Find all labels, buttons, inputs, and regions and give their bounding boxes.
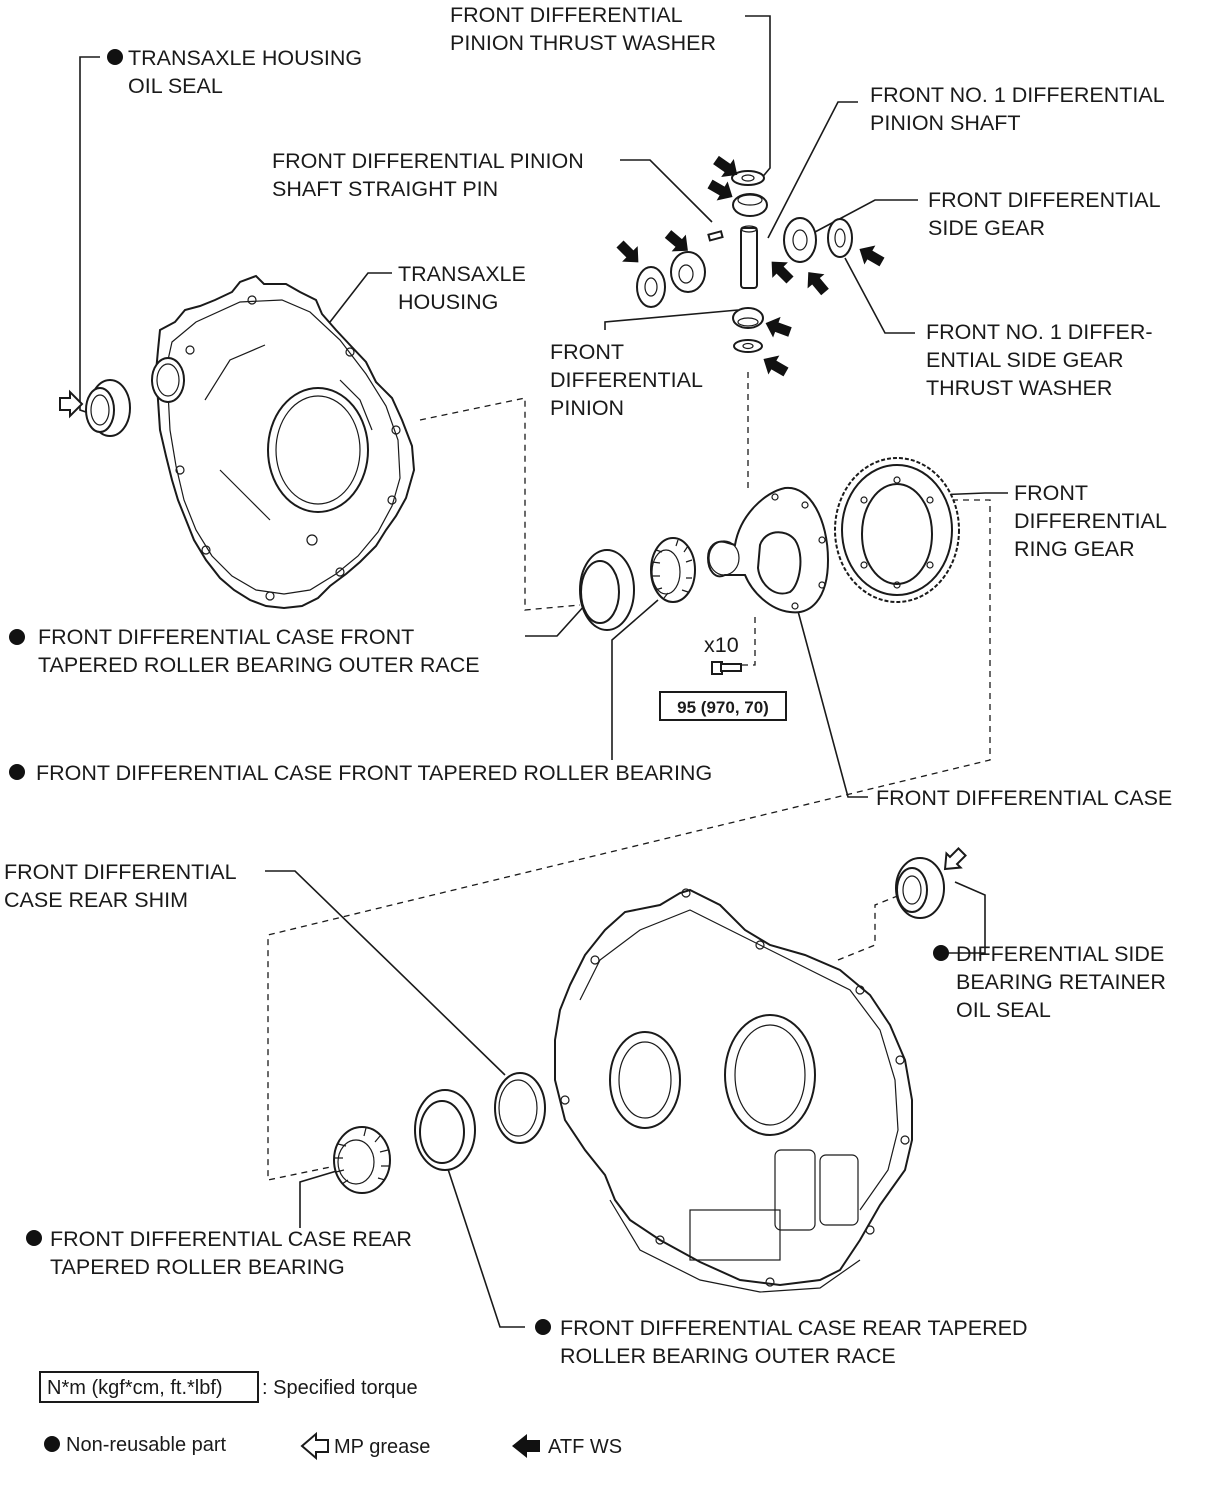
front-bearing-part (650, 537, 696, 603)
torque-box (659, 691, 787, 721)
side-gear-thrust-washer-left (636, 266, 666, 308)
rear-shim-part (494, 1072, 546, 1144)
label-front-bearing: FRONT DIFFERENTIAL CASE FRONT TAPERED RO… (36, 761, 712, 785)
side-gear-right (783, 217, 817, 263)
ring-gear-part (834, 457, 960, 603)
label-side-gear: FRONT DIFFERENTIAL SIDE GEAR (928, 188, 1166, 240)
pinion-thrust-washer-top (731, 170, 765, 186)
pinion-shaft (740, 225, 758, 289)
label-front-outer-race: FRONT DIFFERENTIAL CASE FRONT TAPERED RO… (38, 625, 480, 677)
label-rear-shim: FRONT DIFFERENTIAL CASE REAR SHIM (4, 860, 242, 912)
mp-grease-arrow-icon (59, 389, 84, 419)
label-pinion-shaft: FRONT NO. 1 DIFFERENTIAL PINION SHAFT (870, 83, 1170, 135)
leader-lines (79, 15, 1008, 1328)
label-rear-bearing: FRONT DIFFERENTIAL CASE REAR TAPERED ROL… (50, 1227, 418, 1279)
pinion-bottom (732, 307, 764, 329)
label-straight-pin: FRONT DIFFERENTIAL PINION SHAFT STRAIGHT… (272, 149, 590, 201)
legend-atf: ATF WS (548, 1436, 622, 1458)
mp-grease-arrow-icon (943, 847, 967, 871)
label-retainer-oil-seal: DIFFERENTIAL SIDE BEARING RETAINER OIL S… (956, 942, 1172, 1022)
rear-outer-race-part (414, 1089, 476, 1171)
rear-bearing-part (333, 1126, 391, 1194)
label-rear-outer-race: FRONT DIFFERENTIAL CASE REAR TAPERED ROL… (560, 1316, 1033, 1368)
label-pinion: FRONT DIFFERENTIAL PINION (550, 340, 708, 420)
label-bolt-count: x10 (704, 633, 739, 657)
legend-torque-text: : Specified torque (262, 1377, 418, 1399)
legend-non-reusable: Non-reusable part (66, 1434, 227, 1456)
pinion-top (732, 193, 768, 217)
atf-ws-arrow-icons (616, 155, 885, 377)
label-torque-spec: 95 (970, 70) (677, 698, 769, 717)
label-transaxle-housing: TRANSAXLE HOUSING (398, 262, 532, 314)
legend-torque-units: N*m (kgf*cm, ft.*lbf) (47, 1377, 223, 1399)
legend: N*m (kgf*cm, ft.*lbf) : Specified torque… (39, 1371, 622, 1461)
differential-case-part (706, 486, 830, 614)
label-transaxle-oil-seal: TRANSAXLE HOUSING OIL SEAL (128, 46, 368, 98)
solid-arrow-icon (512, 1434, 540, 1458)
legend-mp-grease: MP grease (334, 1436, 430, 1458)
transaxle-case (554, 888, 913, 1293)
transaxle-housing-oil-seal (59, 379, 131, 437)
pinion-thrust-washer-bottom (733, 339, 763, 353)
retainer-oil-seal-part (895, 847, 967, 919)
filled-circle-icon (44, 1436, 60, 1452)
label-side-gear-thrust-washer: FRONT NO. 1 DIFFER- ENTIAL SIDE GEAR THR… (926, 320, 1159, 400)
pinion-shaft-straight-pin (707, 230, 724, 242)
bolt-part (711, 661, 742, 675)
legend-torque-box (39, 1371, 259, 1403)
non-reusable-bullets (9, 49, 949, 1335)
side-gear-thrust-washer-right (827, 218, 853, 258)
label-pinion-thrust-washer: FRONT DIFFERENTIAL PINION THRUST WASHER (450, 3, 716, 55)
front-outer-race-part (579, 549, 635, 631)
label-ring-gear: FRONT DIFFERENTIAL RING GEAR (1014, 481, 1172, 561)
transaxle-housing (151, 274, 416, 610)
side-gear-left (670, 251, 706, 293)
hollow-arrow-icon (300, 1431, 329, 1461)
label-diff-case: FRONT DIFFERENTIAL CASE (876, 786, 1172, 810)
